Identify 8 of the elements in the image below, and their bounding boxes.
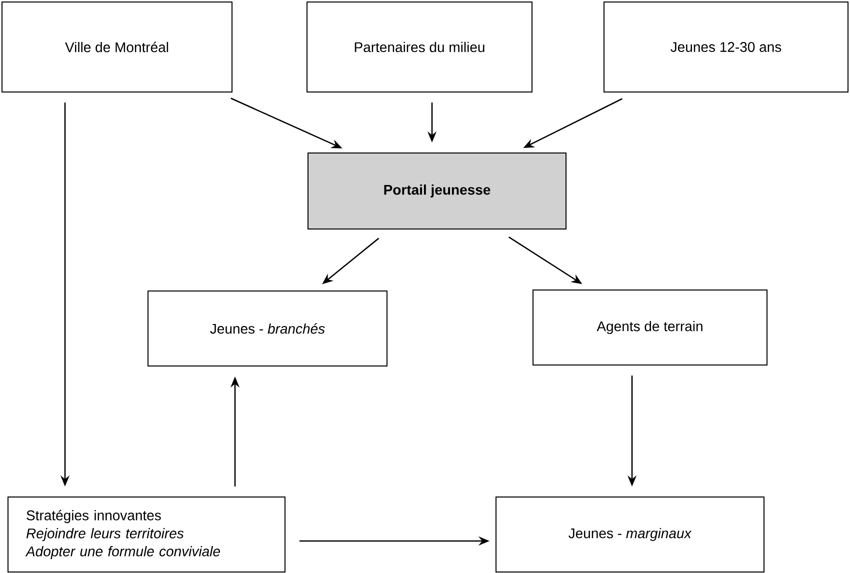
process-box: Jeunes - marginaux — [496, 496, 764, 572]
process-box: Jeunes 12-30 ans — [604, 2, 849, 92]
process-box: Ville de Montréal — [2, 2, 232, 92]
process-box: Jeunes - branchés — [148, 290, 388, 366]
portal-box: Portail jeunesse — [308, 152, 566, 230]
process-box: Agents de terrain — [532, 290, 768, 366]
process-box: Partenaires du milieu — [306, 2, 532, 92]
process-box: Stratégies innovantes Rejoindre leurs territoires Adopter une formule conviviale — [8, 496, 286, 572]
